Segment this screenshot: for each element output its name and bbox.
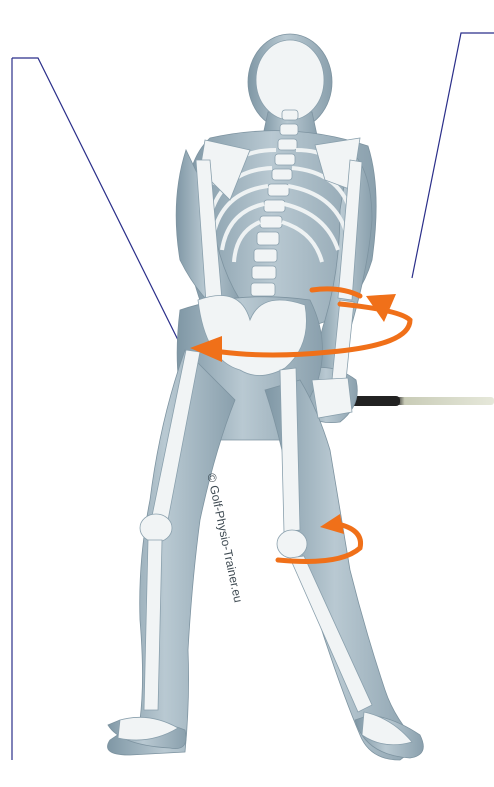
golf-club — [345, 396, 494, 406]
right-leader-line — [412, 33, 494, 278]
